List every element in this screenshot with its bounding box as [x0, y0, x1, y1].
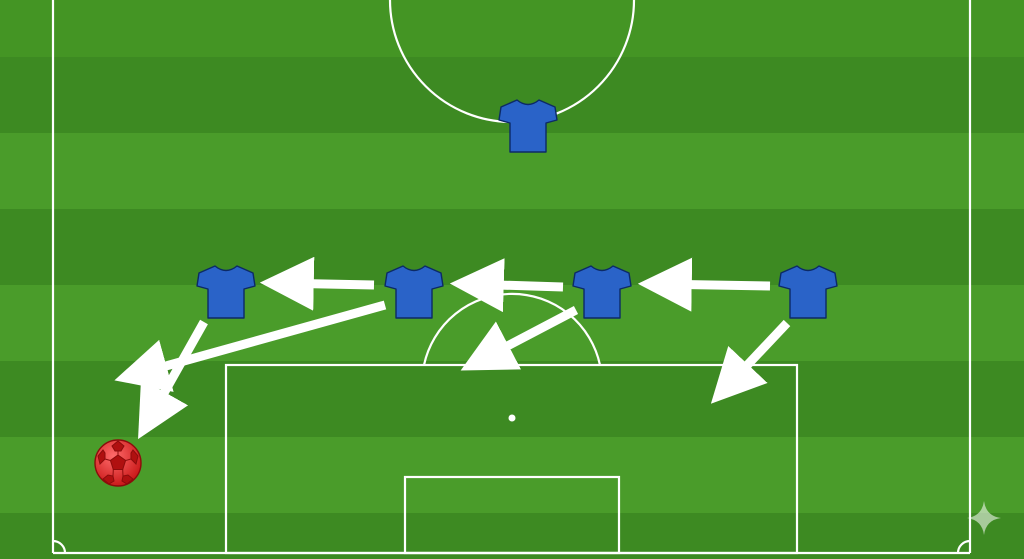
arrow-run-p2-to-wide — [114, 300, 387, 392]
sparkle-icon — [967, 501, 1001, 535]
penalty-spot — [508, 414, 516, 422]
arrow-run-p1-to-ball — [138, 319, 208, 440]
arrow-run-p4-to-box — [710, 319, 791, 404]
arrow-run-p3-to-box — [460, 306, 579, 371]
player-shirt-icon — [572, 265, 632, 319]
penalty-arc — [422, 292, 602, 366]
player-shirt-icon — [778, 265, 838, 319]
six-yard-box — [403, 475, 621, 555]
arrow-pass-p3-to-p2 — [449, 258, 564, 313]
players — [196, 99, 838, 319]
player-shirt-icon — [196, 265, 256, 319]
player-shirt-icon — [384, 265, 444, 319]
corner-arc-left — [52, 539, 67, 554]
football-icon — [94, 439, 142, 487]
arrow-pass-p2-to-p1 — [259, 256, 375, 311]
corner-arc-right — [956, 539, 971, 554]
movement-arrows — [114, 256, 791, 440]
pitch-lines — [51, 0, 972, 555]
arrow-pass-p4-to-p3 — [637, 257, 771, 312]
player-shirt-icon — [498, 99, 558, 153]
